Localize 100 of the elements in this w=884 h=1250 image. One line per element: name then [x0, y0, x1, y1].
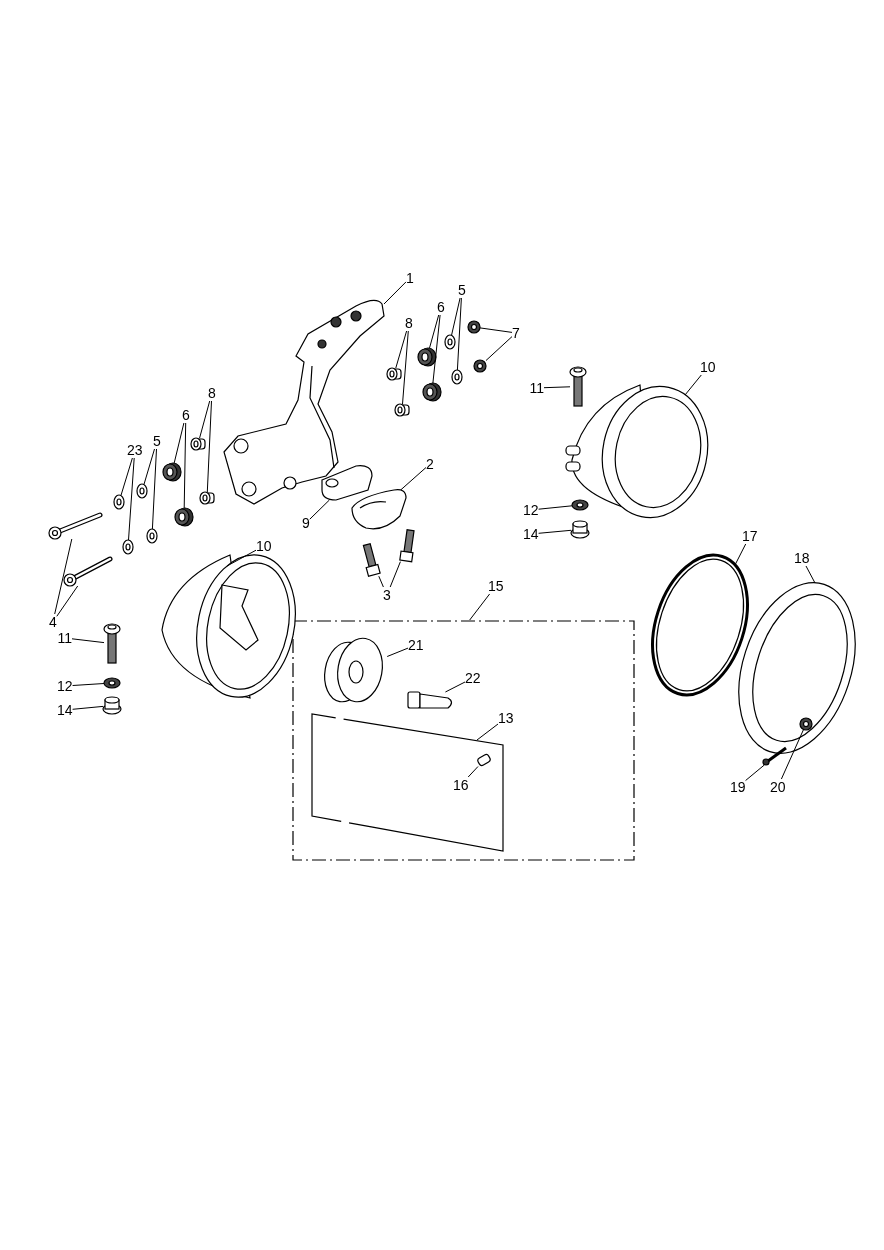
bolt-drawing: [362, 542, 381, 577]
leader-line: [456, 297, 462, 371]
callout-number: 10: [256, 538, 272, 554]
callout-number: 2: [426, 456, 434, 472]
callout-number: 17: [742, 528, 758, 544]
rubber-bush-drawing: [422, 382, 442, 402]
clamp-cap-drawing: [351, 489, 407, 530]
leader-line: [451, 297, 461, 336]
callout-number: 12: [57, 678, 73, 694]
leader-line: [402, 330, 409, 405]
callout-number: 14: [523, 526, 539, 542]
leader-line: [395, 330, 408, 369]
lock-washer-drawing: [571, 499, 589, 511]
callout-number: 22: [465, 670, 481, 686]
nut-drawing: [467, 320, 481, 334]
leader-line: [469, 593, 491, 621]
leader-line: [378, 575, 384, 588]
leader-line: [479, 327, 513, 333]
spacer-sleeve-drawing: [394, 403, 410, 417]
leader-line: [120, 457, 133, 496]
callout-number: 16: [453, 777, 469, 793]
bulb-holder-drawing: [324, 637, 383, 703]
leader-line: [183, 422, 187, 509]
leader-line: [538, 529, 572, 534]
leader-line: [400, 467, 427, 491]
mounting-bracket-drawing: [223, 299, 385, 505]
callout-number: 19: [730, 779, 746, 795]
kit-outline: [292, 620, 635, 861]
long-bolt-drawing: [48, 512, 103, 540]
retaining-ring-drawing: [651, 553, 749, 697]
callout-number: 21: [408, 637, 424, 653]
callout-number: 10: [700, 359, 716, 375]
callout-number: 14: [57, 702, 73, 718]
washer-drawing: [451, 369, 463, 385]
screw-drawing: [762, 746, 787, 766]
washer-drawing: [122, 539, 134, 555]
leader-line: [143, 448, 155, 485]
headlamp-shell-drawing: [565, 384, 709, 518]
leader-line: [389, 561, 401, 588]
rubber-bush-drawing: [417, 347, 437, 367]
callout-number: 15: [488, 578, 504, 594]
leader-line: [199, 400, 211, 439]
flange-nut-drawing: [102, 696, 122, 715]
leader-line: [684, 374, 702, 396]
callout-number: 3: [383, 587, 391, 603]
spacer-sleeve-drawing: [199, 491, 215, 505]
spacer-sleeve-drawing: [190, 437, 206, 451]
flange-nut-drawing: [570, 520, 590, 539]
headlamp-shell-drawing: [161, 554, 296, 699]
rim-ring-drawing: [738, 582, 856, 754]
leader-line: [429, 314, 440, 349]
callout-number: 18: [794, 550, 810, 566]
leader-line: [444, 681, 466, 693]
lock-washer-drawing: [103, 677, 121, 689]
leader-line: [386, 647, 409, 657]
leader-line: [383, 281, 407, 305]
leader-line: [543, 386, 571, 389]
clamp-drawing: [321, 465, 373, 501]
leader-line: [745, 764, 765, 781]
leader-line: [206, 400, 212, 493]
callout-number: 20: [770, 779, 786, 795]
bolt-drawing: [103, 623, 121, 664]
callout-number: 6: [437, 299, 445, 315]
leader-line: [71, 638, 105, 644]
callout-number: 8: [208, 385, 216, 401]
callout-number: 13: [498, 710, 514, 726]
nut-drawing: [473, 359, 487, 373]
leader-line: [56, 585, 79, 617]
washer-drawing: [146, 528, 158, 544]
washer-drawing: [113, 494, 125, 510]
bulb-drawing: [476, 752, 492, 768]
callout-number: 7: [512, 325, 520, 341]
leader-line: [805, 565, 816, 584]
leader-line: [476, 723, 499, 741]
callout-number: 4: [49, 614, 57, 630]
bolt-drawing: [399, 529, 415, 563]
washer-drawing: [136, 483, 148, 499]
leader-line: [151, 448, 157, 530]
leader-line: [538, 505, 573, 510]
leader-line: [780, 729, 804, 780]
rubber-bush-drawing: [174, 507, 194, 527]
leader-line: [309, 499, 330, 520]
callout-number: 5: [153, 433, 161, 449]
leader-line: [72, 683, 105, 686]
washer-drawing: [444, 334, 456, 350]
leader-line: [54, 538, 73, 615]
leader-line: [467, 766, 479, 778]
leader-line: [72, 705, 104, 710]
spacer-sleeve-drawing: [386, 367, 402, 381]
callout-number: 9: [302, 515, 310, 531]
callout-number: 11: [529, 380, 545, 396]
leader-line: [485, 336, 513, 361]
leader-line: [734, 543, 747, 566]
bulb-drawing: [407, 691, 453, 709]
leader-line: [173, 422, 185, 464]
bolt-drawing: [569, 366, 587, 407]
rubber-bush-drawing: [162, 462, 182, 482]
long-bolt-drawing: [63, 556, 113, 587]
callout-number: 6: [182, 407, 190, 423]
callout-number: 12: [523, 502, 539, 518]
